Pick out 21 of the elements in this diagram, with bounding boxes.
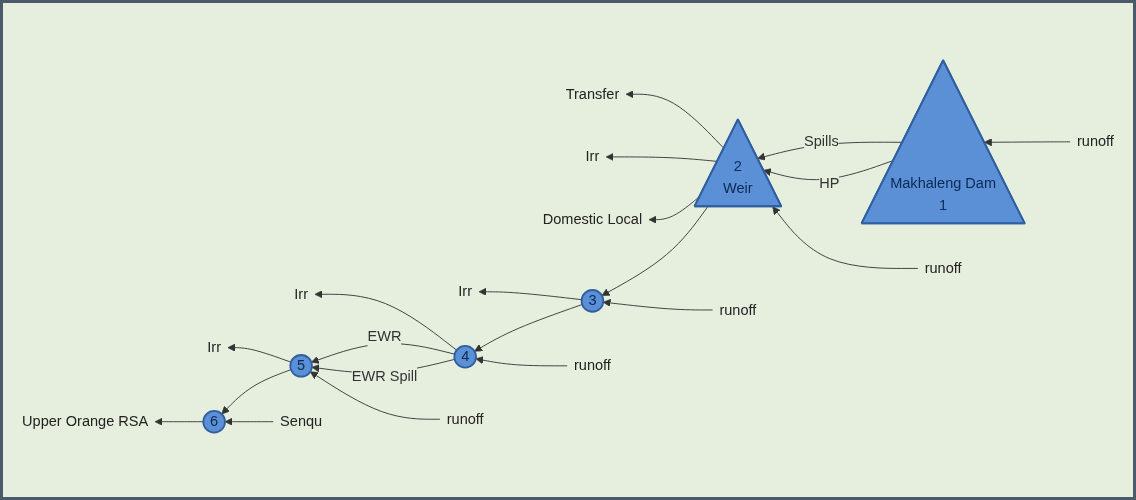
node-text: runoff bbox=[573, 357, 611, 374]
node-text: runoff bbox=[446, 411, 484, 427]
node-text: Domestic Local bbox=[542, 211, 643, 228]
node-text: runoff bbox=[924, 260, 962, 276]
node-text: runoff bbox=[719, 301, 757, 318]
node-text: Senqu bbox=[280, 413, 323, 430]
node-circle: 4 bbox=[453, 345, 477, 369]
node-text: Upper Orange RSA bbox=[22, 413, 149, 430]
edge-label: HP bbox=[819, 175, 840, 191]
node-circle: 3 bbox=[580, 289, 605, 313]
node-circle: 6 bbox=[202, 410, 226, 434]
node-text: Irr bbox=[294, 286, 309, 302]
node-text: Transfer bbox=[565, 86, 620, 102]
node-text: runoff bbox=[1076, 133, 1114, 150]
edge-label: EWR bbox=[367, 328, 402, 345]
node-text: Irr bbox=[207, 339, 222, 356]
node-text: Irr bbox=[458, 283, 473, 300]
node-text: Irr bbox=[585, 148, 600, 165]
node-circle: 5 bbox=[289, 354, 313, 378]
edge-label: EWR Spill bbox=[351, 368, 418, 385]
edge-label: Spills bbox=[804, 133, 839, 150]
